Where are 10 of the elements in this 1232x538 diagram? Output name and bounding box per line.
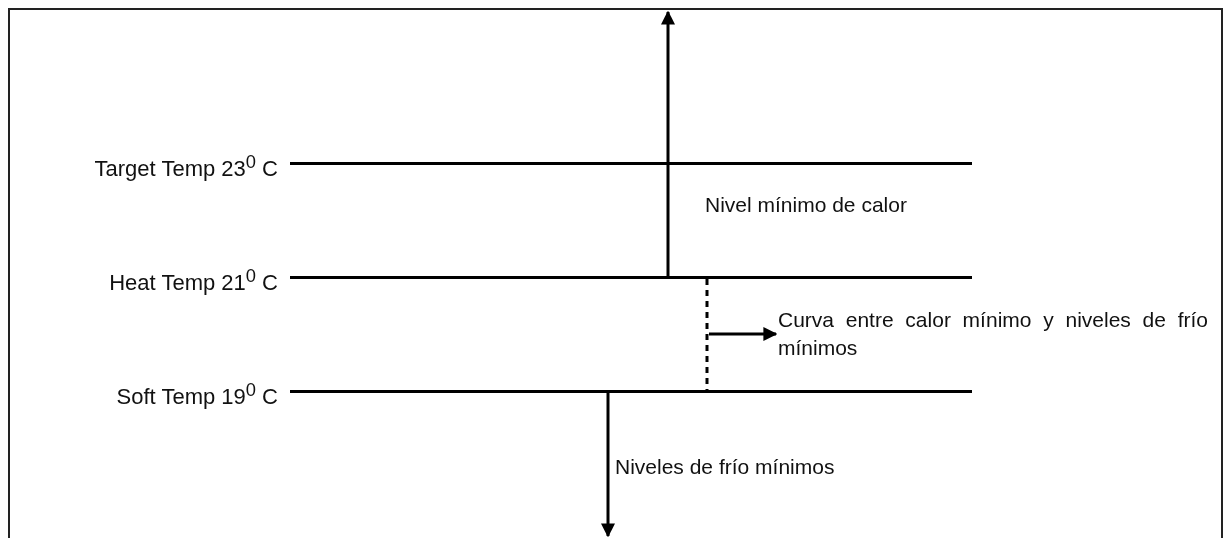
arrow xyxy=(601,393,615,538)
zone-label: Nivel mínimo de calor xyxy=(705,192,907,218)
annotation-text: Curva entre calor mínimo y niveles de frío mínimos xyxy=(778,306,1208,362)
zone-label: Niveles de frío mínimos xyxy=(615,454,835,480)
dashed-line xyxy=(705,279,709,390)
arrow xyxy=(661,10,675,276)
arrow xyxy=(709,327,778,341)
temperature-label: Soft Temp 19$^{0}$ C xyxy=(116,378,278,410)
temperature-label: Heat Temp 21$^{0}$ C xyxy=(109,264,278,296)
temperature-label: Target Temp 23$^{0}$ C xyxy=(94,150,278,182)
